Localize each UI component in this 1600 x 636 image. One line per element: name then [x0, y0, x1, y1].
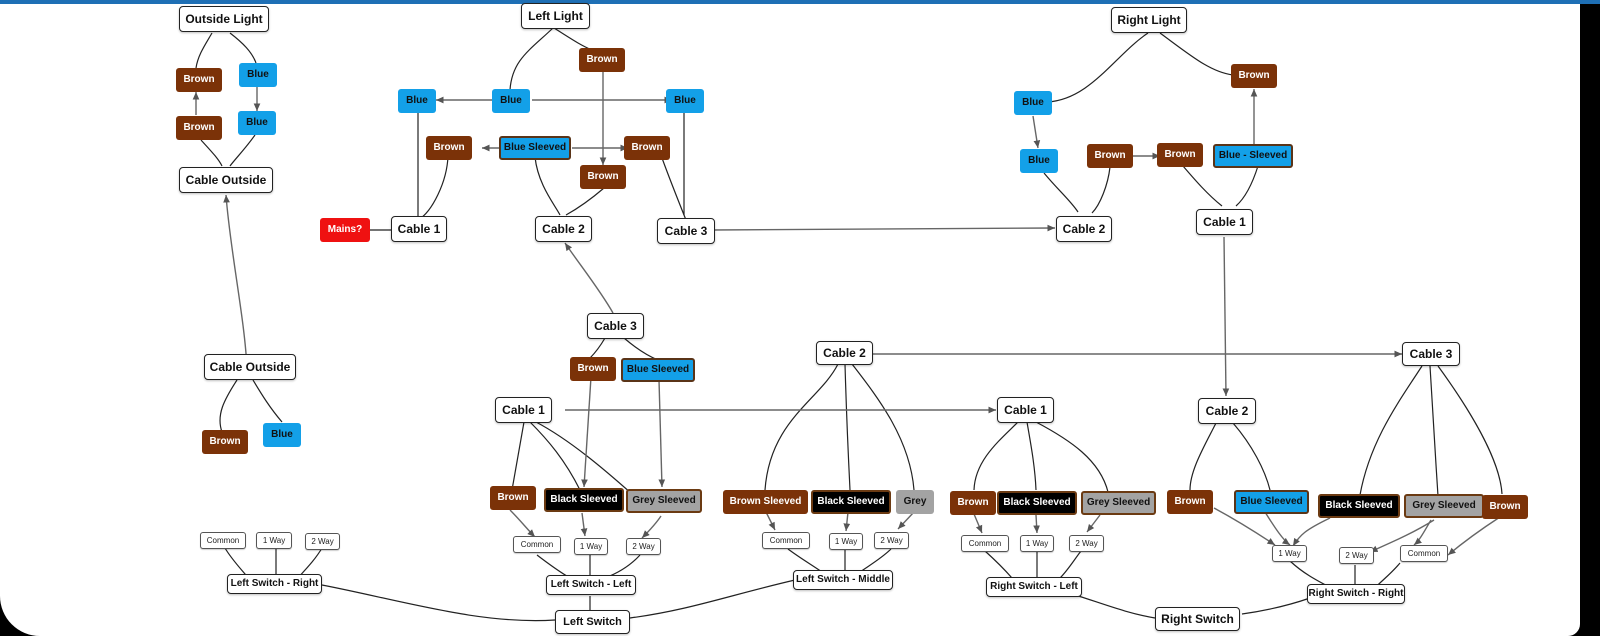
wire-brown-node[interactable]: Brown	[490, 486, 536, 510]
wire-blue-node[interactable]: Blue	[492, 89, 530, 113]
wire-grey-sleeved-node[interactable]: Grey Sleeved	[626, 489, 702, 513]
terminal-common-node[interactable]: Common	[762, 532, 810, 549]
terminal-1-way-node[interactable]: 1 Way	[574, 538, 608, 555]
wire-grey-node[interactable]: Grey	[896, 490, 934, 514]
wire-brown-node[interactable]: Brown	[1157, 143, 1203, 167]
wire-blue-node[interactable]: Blue	[1020, 149, 1058, 173]
cable-outside-node[interactable]: Cable Outside	[179, 167, 273, 193]
top-accent-bar	[0, 0, 1600, 4]
wire-brown-sleeved-node[interactable]: Brown Sleeved	[723, 490, 808, 514]
window-corner-inner	[0, 560, 120, 636]
cable-1-node[interactable]: Cable 1	[1196, 209, 1253, 235]
right-switch-node[interactable]: Right Switch	[1155, 607, 1240, 631]
terminal-common-node[interactable]: Common	[961, 535, 1009, 552]
window-edge-right-inner	[1568, 4, 1580, 636]
wire-blue-sleeved-node[interactable]: Blue Sleeved	[621, 358, 695, 382]
left-switch-middle-node[interactable]: Left Switch - Middle	[793, 570, 893, 590]
cable-3-node[interactable]: Cable 3	[657, 218, 715, 244]
right-switch-left-node[interactable]: Right Switch - Left	[986, 577, 1082, 597]
terminal-2-way-node[interactable]: 2 Way	[626, 538, 661, 555]
terminal-common-node[interactable]: Common	[200, 532, 246, 549]
terminal-2-way-node[interactable]: 2 Way	[305, 533, 340, 550]
terminal-common-node[interactable]: Common	[1400, 545, 1448, 562]
wire-brown-node[interactable]: Brown	[176, 116, 222, 140]
mains-node[interactable]: Mains?	[320, 218, 370, 242]
left-switch-left-node[interactable]: Left Switch - Left	[546, 575, 636, 595]
cable-outside-node[interactable]: Cable Outside	[204, 354, 296, 380]
wire-brown-node[interactable]: Brown	[624, 136, 670, 160]
cable-2-node[interactable]: Cable 2	[816, 341, 873, 365]
wire-brown-node[interactable]: Brown	[426, 136, 472, 160]
wire-brown-node[interactable]: Brown	[580, 165, 626, 189]
cable-1-node[interactable]: Cable 1	[391, 216, 447, 242]
terminal-2-way-node[interactable]: 2 Way	[1339, 547, 1374, 564]
wire-brown-node[interactable]: Brown	[579, 48, 625, 72]
wire-brown-node[interactable]: Brown	[1482, 495, 1528, 519]
wire-grey-sleeved-node[interactable]: Grey Sleeved	[1081, 491, 1156, 515]
left-light-node[interactable]: Left Light	[521, 3, 590, 29]
wire-grey-sleeved-node[interactable]: Grey Sleeved	[1404, 494, 1484, 518]
wire-blue-node[interactable]: Blue	[238, 111, 276, 135]
cable-2-node[interactable]: Cable 2	[1198, 398, 1256, 424]
terminal-2-way-node[interactable]: 2 Way	[1069, 535, 1104, 552]
wire-blue-node[interactable]: Blue	[666, 89, 704, 113]
terminal-1-way-node[interactable]: 1 Way	[256, 532, 292, 549]
left-switch-node[interactable]: Left Switch	[555, 610, 630, 634]
wire-blue-node[interactable]: Blue	[398, 89, 436, 113]
wire-blue-node[interactable]: Blue	[263, 423, 301, 447]
wire-brown-node[interactable]: Brown	[1231, 64, 1277, 88]
wire-black-sleeved-node[interactable]: Black Sleeved	[997, 491, 1077, 515]
cable-2-node[interactable]: Cable 2	[1056, 216, 1112, 242]
wire-black-sleeved-node[interactable]: Black Sleeved	[811, 490, 891, 514]
wire-brown-node[interactable]: Brown	[1167, 490, 1213, 514]
cable-3-node[interactable]: Cable 3	[1402, 342, 1460, 366]
terminal-1-way-node[interactable]: 1 Way	[1272, 545, 1307, 562]
wire-black-sleeved-node[interactable]: Black Sleeved	[544, 488, 624, 512]
wire-blue-sleeved-node[interactable]: Blue Sleeved	[1234, 490, 1309, 514]
terminal-common-node[interactable]: Common	[513, 536, 561, 553]
cable-3-node[interactable]: Cable 3	[587, 313, 644, 339]
right-light-node[interactable]: Right Light	[1111, 7, 1187, 33]
outside-light-node[interactable]: Outside Light	[179, 6, 269, 32]
wire-brown-node[interactable]: Brown	[176, 68, 222, 92]
wire-black-sleeved-node[interactable]: Black Sleeved	[1318, 494, 1400, 518]
wire-blue-sleeved-node[interactable]: Blue - Sleeved	[1213, 144, 1293, 168]
terminal-1-way-node[interactable]: 1 Way	[829, 533, 863, 550]
wire-brown-node[interactable]: Brown	[570, 357, 616, 381]
wire-brown-node[interactable]: Brown	[1087, 144, 1133, 168]
wire-brown-node[interactable]: Brown	[202, 430, 248, 454]
wire-blue-node[interactable]: Blue	[239, 63, 277, 87]
terminal-1-way-node[interactable]: 1 Way	[1020, 535, 1054, 552]
wire-blue-node[interactable]: Blue	[1014, 91, 1052, 115]
right-switch-right-node[interactable]: Right Switch - Right	[1307, 584, 1405, 604]
wire-blue-sleeved-node[interactable]: Blue Sleeved	[499, 136, 571, 160]
cable-1-node[interactable]: Cable 1	[495, 397, 552, 423]
cable-1-node[interactable]: Cable 1	[997, 397, 1054, 423]
left-switch-right-node[interactable]: Left Switch - Right	[227, 574, 322, 594]
cable-2-node[interactable]: Cable 2	[535, 216, 592, 242]
terminal-2-way-node[interactable]: 2 Way	[874, 532, 909, 549]
wire-brown-node[interactable]: Brown	[950, 491, 996, 515]
